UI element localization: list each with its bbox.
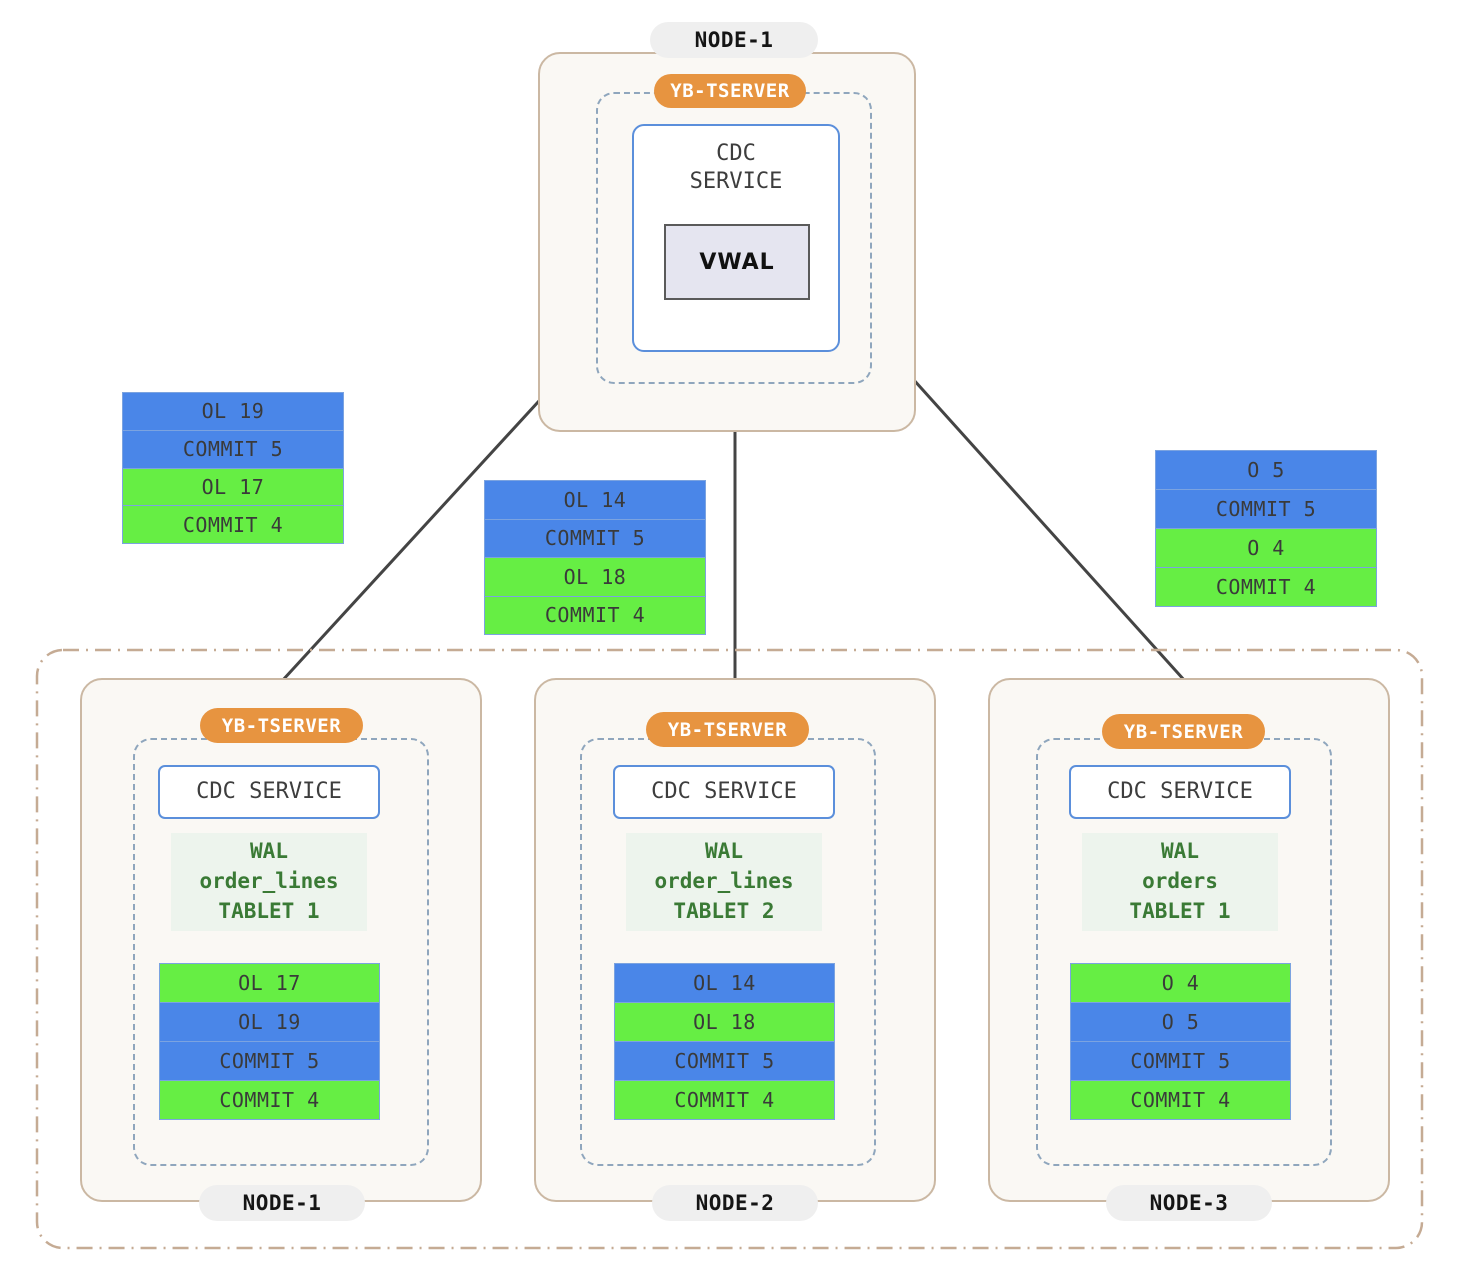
record-row: OL 17 bbox=[160, 964, 379, 1003]
bottom-node-1-label-pill: NODE-1 bbox=[199, 1185, 365, 1221]
bottom-node-3-cdc-label: CDC SERVICE bbox=[1107, 779, 1253, 805]
bottom-node-3-record-stack: O 4 O 5 COMMIT 5 COMMIT 4 bbox=[1070, 963, 1291, 1120]
record-row: O 4 bbox=[1071, 964, 1290, 1003]
floating-stack-left: OL 19 COMMIT 5 OL 17 COMMIT 4 bbox=[122, 392, 344, 544]
wal-table: order_lines bbox=[199, 869, 339, 894]
bottom-node-1-label-text: NODE-1 bbox=[242, 1191, 322, 1215]
record-row: COMMIT 4 bbox=[1156, 568, 1376, 606]
bottom-node-3-label-pill: NODE-3 bbox=[1106, 1185, 1272, 1221]
wal-tablet: TABLET 2 bbox=[673, 898, 775, 923]
record-row: COMMIT 5 bbox=[1156, 490, 1376, 529]
record-row: COMMIT 5 bbox=[615, 1042, 834, 1081]
bottom-node-2-wal-box: WAL order_lines TABLET 2 bbox=[626, 833, 822, 931]
floating-stack-right: O 5 COMMIT 5 O 4 COMMIT 4 bbox=[1155, 450, 1377, 607]
bottom-node-1-record-stack: OL 17 OL 19 COMMIT 5 COMMIT 4 bbox=[159, 963, 380, 1120]
bottom-node-2-record-stack: OL 14 OL 18 COMMIT 5 COMMIT 4 bbox=[614, 963, 835, 1120]
record-row: OL 19 bbox=[123, 393, 343, 431]
record-row: O 5 bbox=[1071, 1003, 1290, 1042]
record-row: COMMIT 5 bbox=[485, 519, 705, 558]
wal-tablet: TABLET 1 bbox=[1129, 898, 1231, 923]
floating-stack-middle: OL 14 COMMIT 5 OL 18 COMMIT 4 bbox=[484, 480, 706, 635]
record-row: OL 18 bbox=[485, 558, 705, 597]
bottom-node-3-tserver-pill: YB-TSERVER bbox=[1102, 714, 1265, 749]
bottom-node-2-label-pill: NODE-2 bbox=[652, 1185, 818, 1221]
top-node-tserver-pill: YB-TSERVER bbox=[654, 74, 806, 108]
bottom-node-3-wal-box: WAL orders TABLET 1 bbox=[1082, 833, 1278, 931]
record-row: COMMIT 5 bbox=[1071, 1042, 1290, 1081]
wal-title: WAL bbox=[250, 839, 288, 864]
vwal-box: VWAL bbox=[664, 224, 810, 300]
bottom-node-1-tserver-pill: YB-TSERVER bbox=[200, 708, 363, 743]
record-row: OL 14 bbox=[485, 481, 705, 520]
record-row: COMMIT 4 bbox=[123, 506, 343, 543]
wal-table: order_lines bbox=[654, 869, 794, 894]
bottom-node-1-tserver-label: YB-TSERVER bbox=[221, 714, 342, 737]
vwal-label: VWAL bbox=[699, 249, 775, 275]
top-node-label-text: NODE-1 bbox=[694, 28, 774, 52]
bottom-node-3-cdc-service-box: CDC SERVICE bbox=[1069, 765, 1291, 819]
record-row: OL 14 bbox=[615, 964, 834, 1003]
record-row: OL 18 bbox=[615, 1003, 834, 1042]
bottom-node-2-label-text: NODE-2 bbox=[695, 1191, 775, 1215]
record-row: COMMIT 4 bbox=[1071, 1081, 1290, 1119]
record-row: OL 17 bbox=[123, 468, 343, 507]
record-row: COMMIT 4 bbox=[485, 596, 705, 634]
wal-table: orders bbox=[1142, 869, 1218, 894]
bottom-node-2-cdc-label: CDC SERVICE bbox=[651, 779, 797, 805]
record-row: COMMIT 4 bbox=[160, 1081, 379, 1119]
bottom-node-3-label-text: NODE-3 bbox=[1149, 1191, 1229, 1215]
wal-tablet: TABLET 1 bbox=[218, 898, 320, 923]
top-node-tserver-label: YB-TSERVER bbox=[670, 80, 790, 102]
bottom-node-1-cdc-service-box: CDC SERVICE bbox=[158, 765, 380, 819]
wal-title: WAL bbox=[705, 839, 743, 864]
record-row: O 5 bbox=[1156, 451, 1376, 490]
bottom-node-2-tserver-pill: YB-TSERVER bbox=[646, 712, 809, 747]
record-row: COMMIT 5 bbox=[123, 430, 343, 469]
record-row: COMMIT 4 bbox=[615, 1081, 834, 1119]
record-row: OL 19 bbox=[160, 1003, 379, 1042]
bottom-node-1-cdc-label: CDC SERVICE bbox=[196, 779, 342, 805]
top-node-cdc-service-label: CDC SERVICE bbox=[689, 141, 783, 194]
bottom-node-2-tserver-label: YB-TSERVER bbox=[667, 718, 788, 741]
bottom-node-1-wal-box: WAL order_lines TABLET 1 bbox=[171, 833, 367, 931]
wal-title: WAL bbox=[1161, 839, 1199, 864]
record-row: COMMIT 5 bbox=[160, 1042, 379, 1081]
record-row: O 4 bbox=[1156, 529, 1376, 568]
bottom-node-2-cdc-service-box: CDC SERVICE bbox=[613, 765, 835, 819]
top-node-label-pill: NODE-1 bbox=[650, 22, 818, 58]
bottom-node-3-tserver-label: YB-TSERVER bbox=[1123, 720, 1244, 743]
